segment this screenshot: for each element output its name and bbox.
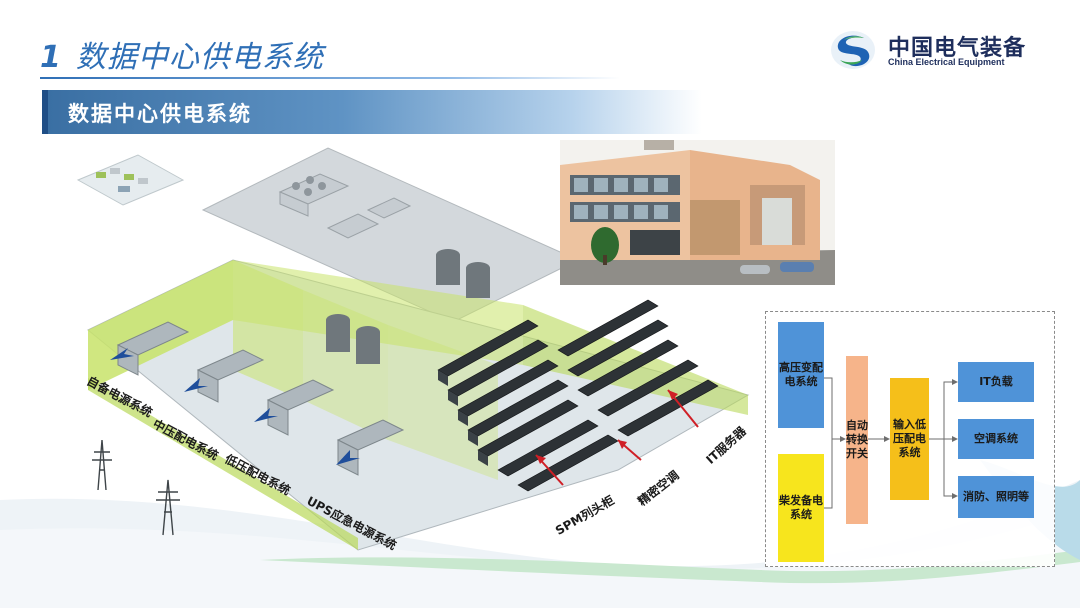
page-title-text: 数据中心供电系统 bbox=[75, 40, 324, 75]
flow-connectors bbox=[824, 377, 958, 509]
section-banner-title: 数据中心供电系统 bbox=[68, 102, 252, 126]
company-logo: 中国电气装备 China Electrical Equipment bbox=[830, 30, 1030, 74]
box-lv-input: 输入低压配电系统 bbox=[890, 378, 929, 500]
logo-name-cn: 中国电气装备 bbox=[888, 36, 1027, 61]
box-it-load: IT负载 bbox=[958, 362, 1034, 402]
building-image bbox=[560, 140, 835, 285]
box-ac-system: 空调系统 bbox=[958, 419, 1034, 459]
box-ats: 自动转换开关 bbox=[846, 356, 868, 524]
logo-name-en: China Electrical Equipment bbox=[888, 57, 1005, 67]
title-underline bbox=[40, 77, 620, 79]
box-diesel-backup: 柴发备电系统 bbox=[778, 454, 824, 562]
section-banner: 数据中心供电系统 bbox=[42, 90, 702, 134]
box-fire-lighting: 消防、照明等 bbox=[958, 476, 1034, 518]
box-hv-distribution: 高压变配电系统 bbox=[778, 322, 824, 428]
section-number: 1 bbox=[40, 40, 62, 75]
datacenter-illustration bbox=[76, 147, 750, 551]
page-title: 1 数据中心供电系统 bbox=[40, 32, 324, 76]
logo-swirl-icon bbox=[831, 31, 875, 69]
transmission-tower-icon bbox=[92, 439, 180, 536]
power-flow-diagram: 高压变配电系统 柴发备电系统 自动转换开关 输入低压配电系统 IT负载 空调系统… bbox=[765, 311, 1055, 567]
mini-floorplan-image bbox=[76, 154, 185, 206]
